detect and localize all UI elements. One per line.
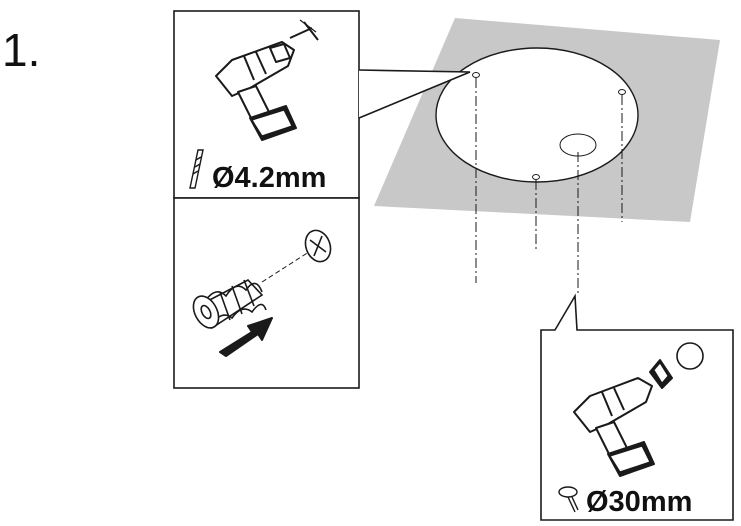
screw-head-icon — [304, 229, 332, 263]
screw-alignment-line — [261, 249, 313, 283]
hole-saw-bit-icon — [558, 486, 579, 513]
cordless-drill-icon — [215, 19, 319, 141]
screw-hole-left — [472, 72, 480, 78]
drill-bit-size-label: Ø4.2mm — [212, 162, 326, 194]
step-number: 1. — [2, 24, 40, 76]
callout-leader — [358, 69, 471, 119]
mounting-plate — [435, 47, 639, 183]
cordless-drill-with-hole-saw-icon — [573, 342, 704, 477]
screw-hole-bottom — [532, 174, 540, 180]
hole-saw-size-label: Ø30mm — [586, 486, 692, 518]
drill-panel — [173, 10, 360, 199]
drill-axis-lines — [475, 78, 623, 295]
anchor-panel — [173, 197, 360, 389]
drill-bit-icon — [189, 149, 204, 189]
screw-hole-right — [618, 89, 626, 95]
wall-plug-icon — [192, 279, 267, 330]
insert-arrow-icon — [219, 317, 273, 357]
